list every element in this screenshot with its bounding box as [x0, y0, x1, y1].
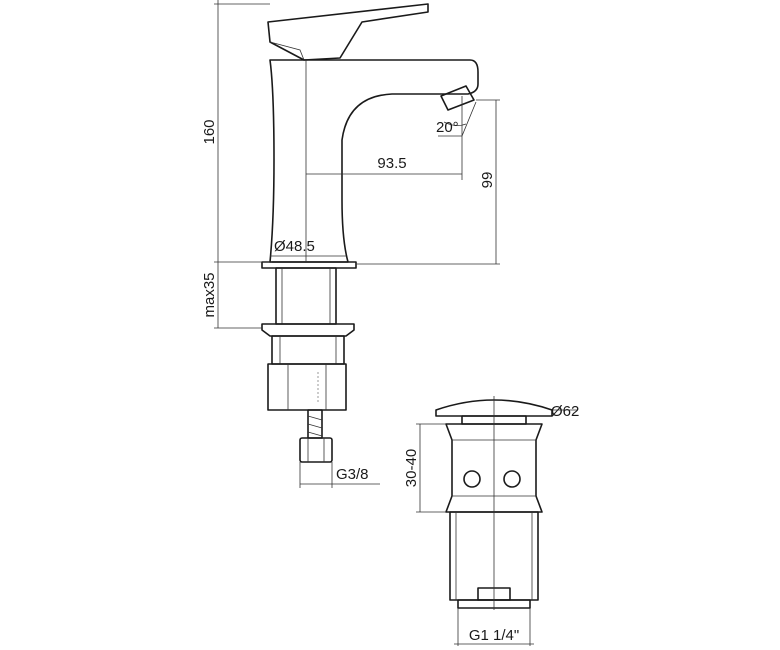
- drain-dimensions: Ø62 30-40 G1 1/4": [403, 403, 579, 646]
- faucet-nut: [267, 363, 347, 411]
- faucet-dimensions: 160 max35 93.5 99 20° Ø48.5 G3/8: [201, 0, 500, 488]
- angle-label: 20°: [436, 119, 459, 136]
- drain-cap: [435, 399, 553, 417]
- height-160-label: 160: [201, 119, 218, 144]
- drain-drawing: [435, 396, 553, 610]
- faucet-handle: [267, 3, 429, 61]
- spout-height-label: 99: [479, 172, 496, 189]
- thread-label: G1 1/4": [469, 627, 519, 644]
- deck-thickness-label: max35: [201, 272, 218, 317]
- faucet-aerator: [440, 85, 475, 111]
- faucet-body: [269, 59, 479, 263]
- drain-overflow-hole-left: [463, 470, 481, 488]
- faucet-hose-nut: [299, 437, 333, 463]
- drain-body-upper: [445, 423, 543, 513]
- drain-height-label: 30-40: [403, 449, 420, 487]
- cap-diameter-label: Ø62: [551, 403, 579, 420]
- drain-overflow-hole-right: [503, 470, 521, 488]
- connection-label: G3/8: [336, 466, 369, 483]
- base-diameter-label: Ø48.5: [274, 238, 315, 255]
- faucet-base-flange: [261, 261, 357, 269]
- faucet-shank: [275, 267, 337, 325]
- reach-label: 93.5: [377, 155, 406, 172]
- faucet-drawing: [261, 3, 479, 463]
- faucet-washer: [261, 323, 355, 337]
